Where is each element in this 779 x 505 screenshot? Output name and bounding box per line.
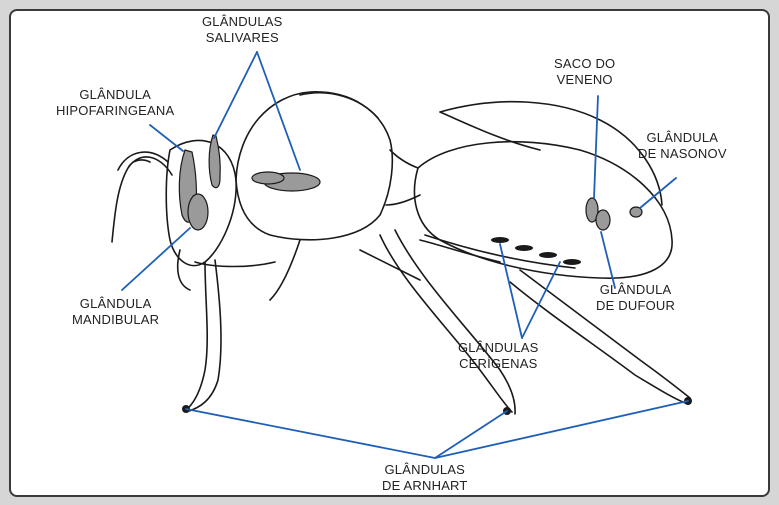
thorax-outline [236, 92, 392, 240]
leader-lines [122, 52, 688, 458]
middle-leg [270, 230, 515, 414]
antenna [112, 157, 172, 242]
salivary-gland-head [209, 135, 220, 188]
wing-outline [440, 102, 662, 205]
front-leg [186, 260, 221, 412]
dufour-gland [596, 210, 610, 230]
feet [182, 397, 692, 415]
mandibular-gland [188, 194, 208, 230]
